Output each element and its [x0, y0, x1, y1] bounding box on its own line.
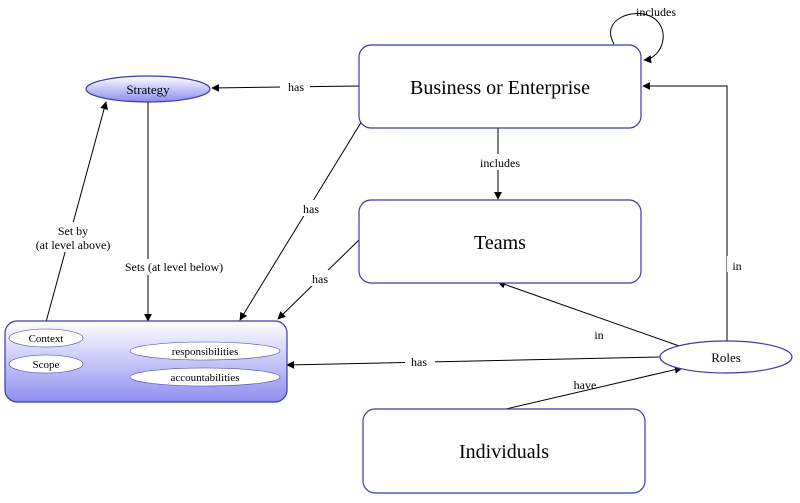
edge-label-business-includes-self: includes: [636, 5, 676, 19]
edge-label-business-includes-teams: includes: [480, 156, 520, 170]
edge-context-setby-strategy: [45, 101, 108, 323]
node-individuals: [362, 408, 646, 494]
label-bg: [298, 200, 328, 216]
node-label-teams: Teams: [474, 232, 526, 254]
node-label-individuals: Individuals: [459, 441, 549, 463]
node-roles: [659, 340, 793, 374]
node-label-responsibilities: responsibilities: [172, 346, 239, 358]
edge-individuals-have-roles: [505, 365, 683, 410]
label-bg: [280, 78, 310, 94]
node-label-scope: Scope: [33, 359, 60, 371]
label-bg: [405, 353, 435, 369]
edge-label-strategy-sets-context: Sets (at level below): [125, 260, 223, 274]
node-scope: [8, 354, 84, 374]
node-label-business: Business or Enterprise: [410, 77, 590, 99]
node-label-context: Context: [29, 333, 64, 345]
edge-roles-has-context: [286, 356, 661, 369]
label-bg: [472, 154, 526, 170]
edge-label-setby-line2: (at level above): [36, 238, 111, 252]
label-bg: [32, 222, 116, 252]
edge-roles-in-business: [642, 82, 728, 341]
label-bg: [126, 259, 222, 275]
label-bg: [306, 270, 336, 286]
edge-label-business-has-context: has: [303, 202, 319, 216]
edge-label-business-has-strategy: has: [288, 80, 304, 94]
node-label-strategy: Strategy: [126, 82, 170, 97]
edge-business-includes-self: [610, 13, 664, 64]
edge-label-roles-in-teams: in: [594, 328, 603, 342]
edge-roles-in-teams: [497, 280, 683, 348]
node-label-accountabilities: accountabilities: [170, 372, 239, 384]
node-context: [8, 328, 84, 348]
edge-label-setby-line1: Set by: [58, 224, 88, 238]
node-business: [358, 44, 642, 129]
node-strategy: [85, 75, 211, 103]
node-responsibilities: [129, 341, 281, 361]
label-bg: [727, 256, 749, 272]
edge-label-teams-has-context: has: [312, 272, 328, 286]
edge-label-individuals-have-roles: have: [574, 378, 597, 392]
node-accountabilities: [129, 367, 281, 387]
edge-label-roles-in-business: in: [732, 259, 741, 273]
edge-label-roles-has-context: has: [411, 355, 427, 369]
node-label-roles: Roles: [711, 350, 741, 365]
edge-business-has-context: [239, 115, 366, 321]
node-teams: [358, 199, 642, 284]
